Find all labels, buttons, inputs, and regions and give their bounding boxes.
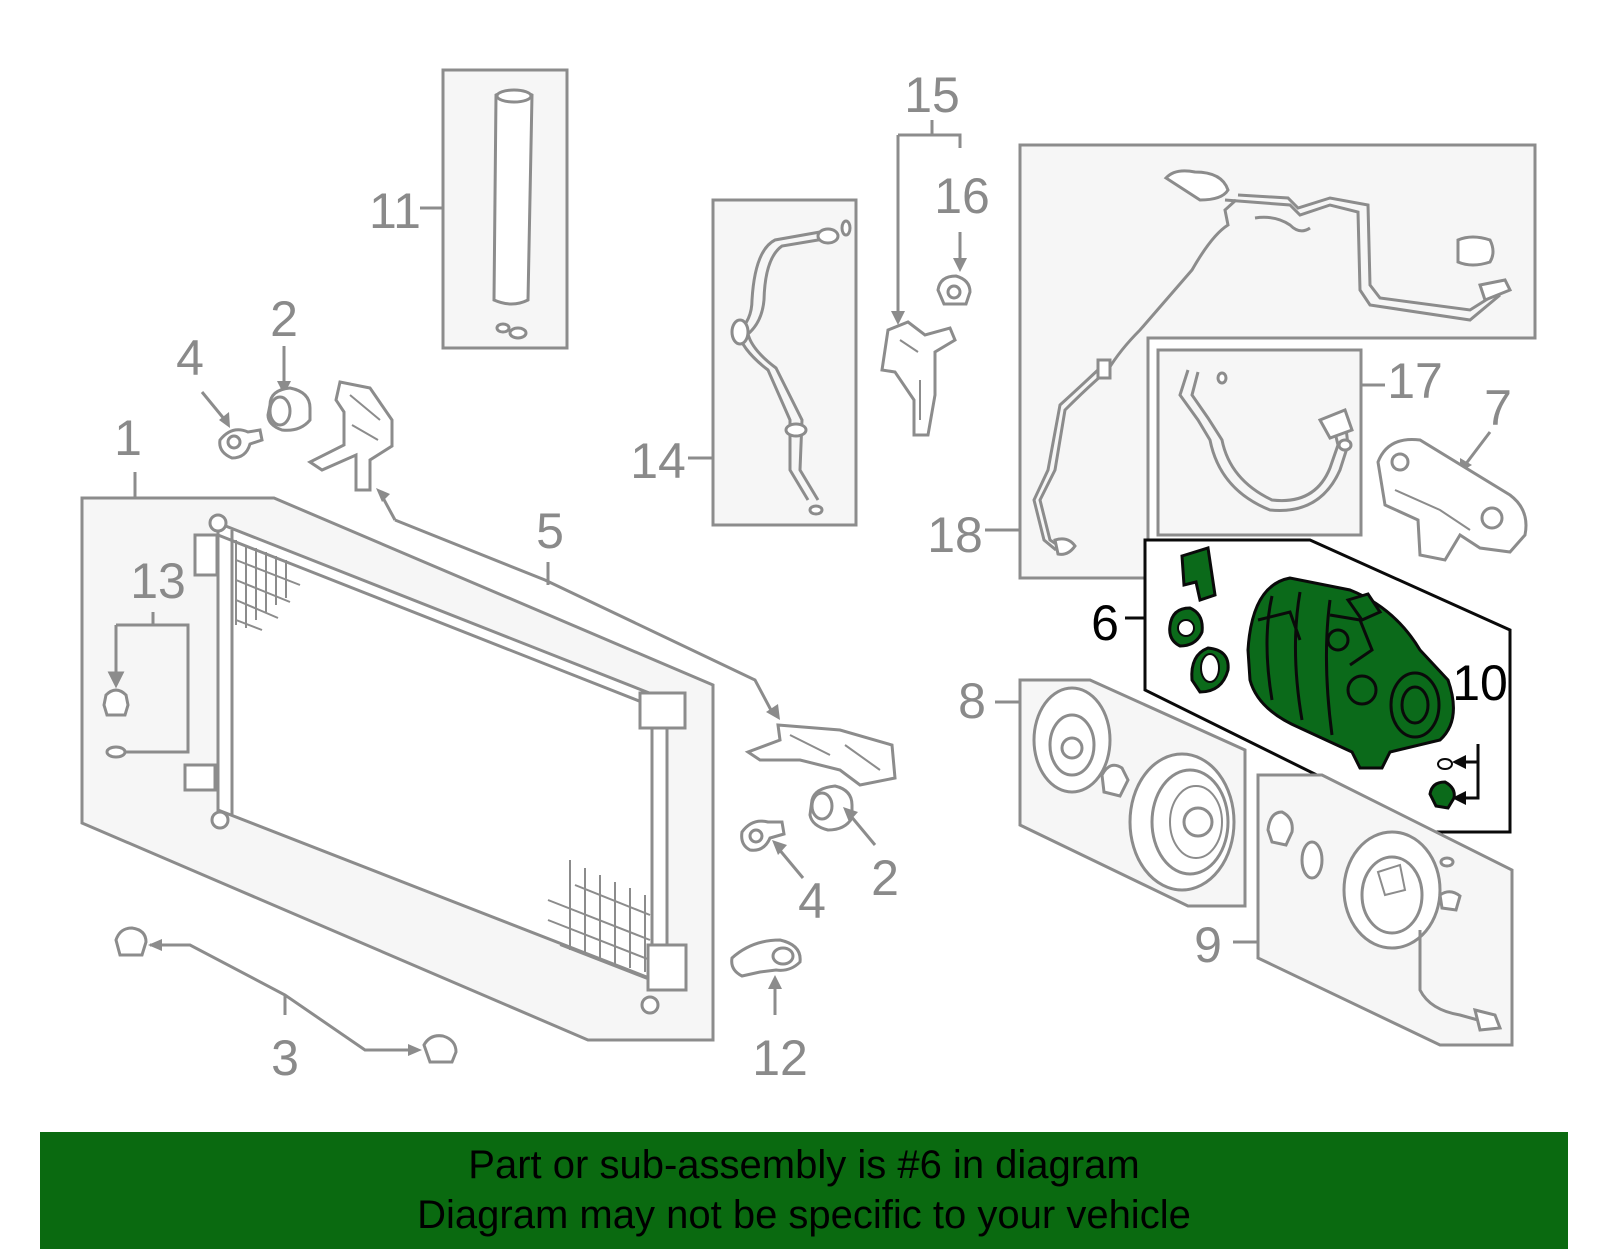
clamp-12[interactable] (730, 938, 802, 978)
hose-box-14[interactable] (711, 198, 858, 527)
ac-lines-box-18[interactable] (1018, 143, 1537, 580)
banner-line-2: Diagram may not be specific to your vehi… (417, 1193, 1191, 1237)
compressor-box-6[interactable] (1143, 538, 1512, 834)
callout-9: 9 (1194, 917, 1222, 973)
banner-line-1: Part or sub-assembly is #6 in diagram (468, 1143, 1140, 1187)
condenser-group[interactable] (80, 496, 715, 1042)
compressor-bracket-7[interactable] (1376, 437, 1528, 562)
callout-14: 14 (630, 433, 686, 489)
receiver-drier-box-11[interactable] (441, 68, 569, 350)
grommet-3-left[interactable] (114, 926, 148, 957)
callout-16: 16 (934, 168, 990, 224)
callout-11: 11 (369, 183, 421, 239)
callout-18: 18 (927, 507, 983, 563)
callout-8: 8 (958, 673, 986, 729)
callout-4-lower: 4 (798, 873, 826, 929)
condenser-mesh (235, 540, 651, 981)
bracket-5-upper[interactable] (307, 380, 394, 492)
hose-box-17[interactable] (1156, 348, 1363, 537)
callout-6: 6 (1091, 595, 1119, 651)
callout-2-lower: 2 (871, 850, 899, 906)
callout-3: 3 (271, 1030, 299, 1086)
callout-10: 10 (1452, 655, 1508, 711)
pressure-switch-13[interactable] (102, 612, 190, 759)
clutch-box-8[interactable] (1018, 678, 1247, 908)
callout-2-top: 2 (270, 291, 298, 347)
callout-7: 7 (1484, 380, 1512, 436)
bushing-2-top[interactable] (266, 386, 312, 432)
callout-17: 17 (1387, 353, 1443, 409)
callout-12: 12 (752, 1030, 808, 1086)
bracket-5-lower[interactable] (744, 723, 897, 787)
parts-diagram: 1 2 4 5 2 4 3 (80, 67, 1537, 1086)
callout-1: 1 (114, 410, 142, 466)
bolt-4-top[interactable] (218, 428, 264, 460)
bracket-15[interactable] (880, 320, 957, 437)
bolt-4-lower[interactable] (740, 819, 786, 852)
callout-5: 5 (536, 503, 564, 559)
field-coil-box-9[interactable] (1256, 773, 1514, 1047)
callout-4-top: 4 (176, 330, 204, 386)
callout-15: 15 (904, 67, 960, 123)
callout-13: 13 (130, 553, 186, 609)
grommet-3-right[interactable] (422, 1034, 458, 1064)
nut-16[interactable] (936, 274, 972, 306)
info-banner: Part or sub-assembly is #6 in diagram Di… (40, 1132, 1568, 1249)
bushing-2-lower[interactable] (808, 784, 854, 832)
